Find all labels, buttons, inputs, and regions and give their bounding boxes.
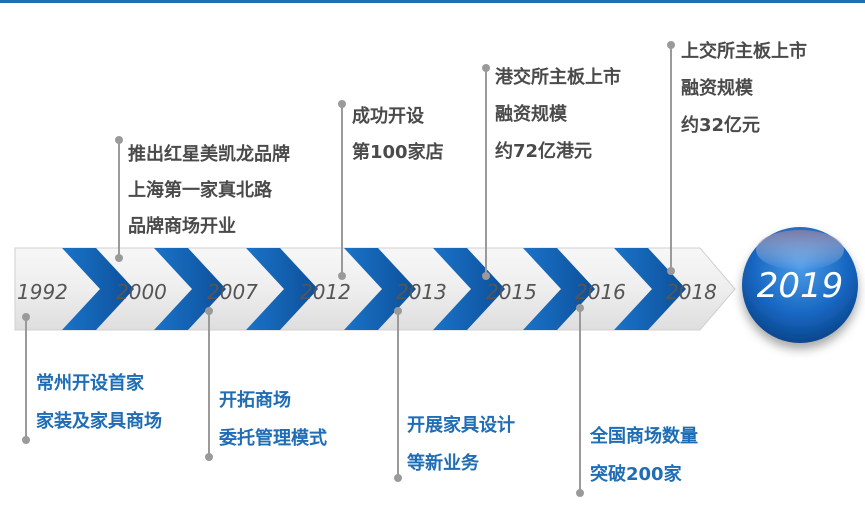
dot-2007-bottom [205,453,213,461]
event-2018-line-2: 融资规模 [681,77,754,99]
event-2007-line-1: 开拓商场 [219,389,291,411]
connector-lines [25,45,672,493]
final-year-ball-highlight [756,230,844,270]
event-2000-line-1: 推出红星美凯龙品牌 [128,143,290,165]
chevron-arrow-7 [614,248,686,330]
chevron-arrow-2 [154,248,226,330]
event-2015-line-2: 融资规模 [495,103,568,125]
year-labels: 1992 2000 2007 2012 2013 2015 2016 2018 [17,280,717,304]
year-label-2013: 2013 [396,280,447,304]
year-label-1992: 1992 [17,280,68,304]
event-2000-line-3: 品牌商场开业 [128,215,236,237]
dot-2000-bottom [115,254,123,262]
dot-2016-bottom [576,489,584,497]
dot-1992-top [22,313,30,321]
dot-2007-top [205,307,213,315]
dot-2000-top [115,136,123,144]
year-label-2007: 2007 [207,280,258,304]
dot-2013-top [394,307,402,315]
event-2015-line-1: 港交所主板上市 [495,66,621,88]
chevron-arrow-6 [523,248,595,330]
event-2013: 开展家具设计 等新业务 [407,414,515,474]
dot-2018-bottom [667,267,675,275]
event-2018-line-3: 约32亿元 [681,114,760,136]
event-2000-line-2: 上海第一家真北路 [128,179,273,201]
dot-1992-bottom [22,436,30,444]
event-2016-line-2: 突破200家 [590,463,683,485]
year-label-2012: 2012 [300,280,351,304]
event-1992-line-1: 常州开设首家 [36,372,145,394]
final-year-label: 2019 [757,266,844,306]
event-2018: 上交所主板上市 融资规模 约32亿元 [681,40,807,136]
event-2000: 推出红星美凯龙品牌 上海第一家真北路 品牌商场开业 [128,143,290,237]
event-2012-line-1: 成功开设 [352,105,424,127]
event-2018-line-1: 上交所主板上市 [681,40,807,62]
event-2012: 成功开设 第100家店 [352,105,444,163]
event-2007-line-2: 委托管理模式 [218,427,327,449]
final-year-badge: 2019 [742,227,858,343]
top-rule [0,0,865,3]
year-label-2018: 2018 [666,280,717,304]
dot-2016-top [576,304,584,312]
event-2013-line-2: 等新业务 [407,452,480,474]
dot-2012-bottom [338,272,346,280]
chevron-group [62,248,686,330]
chevron-arrow-4 [344,248,416,330]
event-2012-line-2: 第100家店 [352,141,444,163]
year-label-2015: 2015 [486,280,537,304]
dot-2015-top [482,64,490,72]
event-1992-line-2: 家装及家具商场 [36,410,162,432]
event-2015-line-3: 约72亿港元 [495,140,592,162]
dot-2012-top [338,100,346,108]
event-2013-line-1: 开展家具设计 [407,414,515,436]
event-2015: 港交所主板上市 融资规模 约72亿港元 [495,66,621,162]
event-2016-line-1: 全国商场数量 [589,425,698,447]
chevron-arrow-5 [433,248,505,330]
event-2016: 全国商场数量 突破200家 [589,425,698,485]
dot-2013-bottom [394,474,402,482]
chevron-arrow-1 [62,248,134,330]
year-label-2000: 2000 [116,280,167,304]
event-1992: 常州开设首家 家装及家具商场 [36,372,162,432]
dot-2015-bottom [482,272,490,280]
chevron-arrow-3 [246,248,318,330]
event-2007: 开拓商场 委托管理模式 [218,389,327,449]
dot-2018-top [667,41,675,49]
connector-dots [22,41,675,497]
year-label-2016: 2016 [575,280,626,304]
